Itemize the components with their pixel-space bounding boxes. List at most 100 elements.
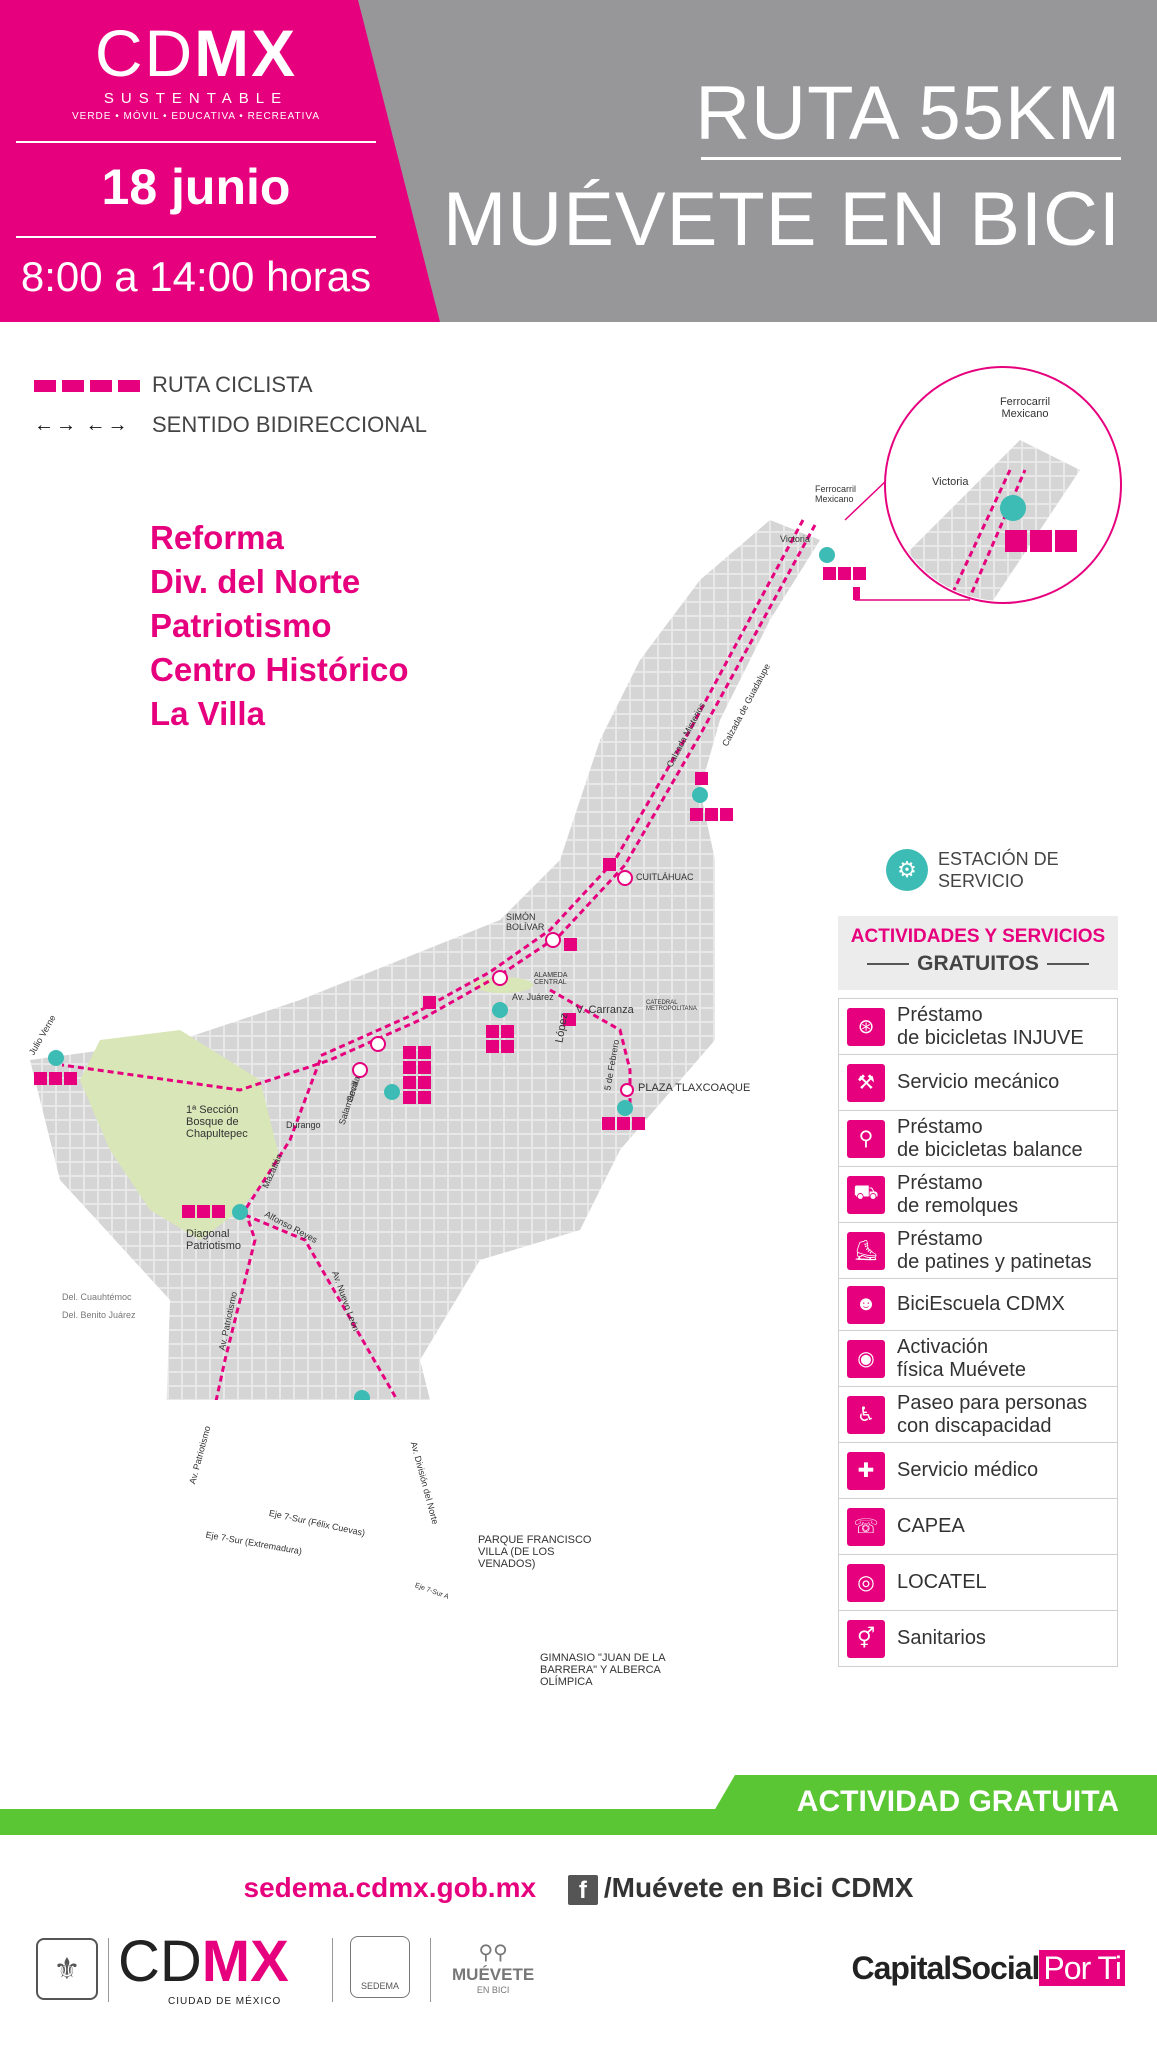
map-label-del-cuauhtemoc: Del. Cuauhtémoc — [62, 1292, 132, 1302]
cdmx-brand: CDMX SUSTENTABLE VERDE • MÓVIL • EDUCATI… — [0, 18, 392, 122]
map-label-catedral: CATEDRAL METROPOLITANA — [646, 1000, 697, 1012]
route-map — [30, 366, 1122, 1400]
facebook-label: /Muévete en Bici CDMX — [603, 1872, 914, 1903]
route-marker — [620, 1083, 634, 1097]
map-label-victoria: Victoria — [780, 534, 810, 544]
map-label-diagonal-patriotismo: Diagonal Patriotismo — [186, 1228, 242, 1252]
sedema-label: SEDEMA — [360, 1981, 399, 1991]
service-station-icon — [492, 1002, 508, 1018]
service-item: ◉ Activación física Muévete — [839, 1330, 1117, 1386]
free-activity-label: ACTIVIDAD GRATUITA — [796, 1785, 1119, 1818]
inset-map — [900, 440, 1080, 601]
service-icons-group — [602, 1117, 645, 1130]
street-name: Reforma — [150, 519, 284, 556]
logo-divider — [332, 1938, 333, 2002]
service-label: Préstamo de patines y patinetas — [897, 1227, 1092, 1273]
service-item: ✚Servicio médico — [839, 1442, 1117, 1498]
route-line — [61, 524, 817, 1092]
service-label: Servicio mecánico — [897, 1071, 1060, 1093]
free-activity-text-wrapper: ACTIVIDAD GRATUITA — [0, 1775, 1157, 1835]
muevete-label: MUÉVETE — [452, 1965, 535, 1984]
route-line — [214, 1059, 322, 1400]
map-label-victoria-inset: Victoria — [932, 476, 969, 488]
header-pink-panel — [0, 0, 440, 322]
service-label: Servicio médico — [897, 1459, 1039, 1481]
service-item: ☏CAPEA — [839, 1498, 1117, 1554]
restroom-icon: ⚥ — [847, 1619, 885, 1658]
map-label-eje7-felix: Eje 7-Sur (Félix Cuevas) — [268, 1507, 366, 1539]
footer-logos: ⚜ CDMX CIUDAD DE MÉXICO SEDEMA ⚲⚲ MUÉVET… — [0, 1932, 1157, 2012]
map-label-bosque-chapultepec: 1ª Sección Bosque de Chapultepec — [186, 1104, 248, 1140]
service-label: Activación física Muévete — [897, 1335, 1026, 1381]
map-label-plaza-tlaxcoaque: PLAZA TLAXCOAQUE — [638, 1082, 751, 1094]
service-icons-group — [34, 1072, 77, 1085]
pink-panel-shape — [0, 0, 440, 322]
street-name: Div. del Norte — [150, 563, 361, 600]
balance-bike-icon: ⚲ — [847, 1119, 885, 1158]
header-banner: CDMX SUSTENTABLE VERDE • MÓVIL • EDUCATI… — [0, 0, 1157, 322]
service-item: ⚲ Préstamo de bicicletas balance — [839, 1110, 1117, 1166]
footer-links: sedema.cdmx.gob.mx f/Muévete en Bici CDM… — [0, 1872, 1157, 1905]
facebook-icon: f — [567, 1874, 598, 1905]
service-station-icon — [354, 1390, 370, 1400]
activation-icon: ◉ — [847, 1339, 885, 1378]
map-label-v-carranza: V. Carranza — [576, 1004, 634, 1016]
bike-wheel-icon: ⊛ — [847, 1007, 885, 1046]
bicycle-icon: ⚲⚲ — [478, 1942, 508, 1964]
service-item: ⛸ Préstamo de patines y patinetas — [839, 1222, 1117, 1278]
sedema-logo: SEDEMA — [350, 1936, 410, 1998]
website-link[interactable]: sedema.cdmx.gob.mx — [243, 1872, 537, 1903]
government-shield-icon: ⚜ — [36, 1938, 98, 2000]
services-subheading: GRATUITOS — [838, 952, 1118, 976]
map-label-ferrocarril: Ferrocarril Mexicano — [815, 484, 857, 504]
route-marker — [352, 1062, 368, 1078]
service-label: Paseo para personas con discapacidad — [897, 1391, 1088, 1437]
map-label-del-benito-juarez: Del. Benito Juárez — [62, 1310, 136, 1320]
skates-icon: ⛸ — [847, 1231, 885, 1270]
service-item: ⚒Servicio mecánico — [839, 1054, 1117, 1110]
logo-divider — [108, 1938, 109, 2002]
service-item: ⊛ Préstamo de bicicletas INJUVE — [839, 998, 1117, 1054]
route-dash-symbol — [34, 372, 152, 398]
city-area — [30, 520, 820, 1400]
event-title: MUÉVETE EN BICI — [443, 177, 1121, 262]
service-label: BiciEscuela CDMX — [897, 1293, 1065, 1315]
bidirectional-arrow-icon: ←→ ←→ — [34, 413, 130, 436]
service-station-icon — [692, 787, 708, 803]
map-label-av-division-norte: Av. División del Norte — [408, 1440, 441, 1526]
service-item: ♿Paseo para personas con discapacidad — [839, 1386, 1117, 1442]
service-label: Sanitarios — [897, 1627, 986, 1649]
station-legend-label: ESTACIÓN DE SERVICIO — [938, 849, 1059, 891]
street-name: Patriotismo — [150, 607, 332, 644]
service-item: ⚥ Sanitarios — [839, 1610, 1117, 1666]
map-label-gimnasio: GIMNASIO "JUAN DE LA BARRERA" Y ALBERCA … — [540, 1652, 665, 1688]
service-item: ☻BiciEscuela CDMX — [839, 1278, 1117, 1330]
service-label: Préstamo de bicicletas INJUVE — [897, 1003, 1084, 1049]
header-divider — [16, 236, 376, 238]
event-hours: 8:00 a 14:00 horas — [20, 253, 372, 300]
service-station-icon — [617, 1100, 633, 1116]
brand-tagline: VERDE • MÓVIL • EDUCATIVA • RECREATIVA — [72, 111, 320, 122]
trailer-icon: ⛟ — [847, 1175, 885, 1214]
map-label-cuitlahuac: CUITLÁHUAC — [636, 872, 694, 882]
map-label-parque-francisco-villa: PARQUE FRANCISCO VILLA (DE LOS VENADOS) — [478, 1534, 592, 1570]
cdmx-footer-logo: CDMX — [118, 1929, 289, 1994]
map-label-av-patriotismo-2: Av. Patriotismo — [187, 1424, 213, 1486]
map-label-durango: Durango — [286, 1120, 321, 1130]
service-station-icon — [48, 1050, 64, 1066]
service-station-icon — [232, 1204, 248, 1220]
free-activity-bar — [0, 1775, 1157, 1835]
street-name: Centro Histórico — [150, 651, 409, 688]
services-heading: ACTIVIDADES Y SERVICIOS — [850, 926, 1106, 947]
title-underline — [701, 157, 1121, 160]
facebook-link[interactable]: f/Muévete en Bici CDMX — [567, 1872, 914, 1905]
legend-direction: ←→ ←→ SENTIDO BIDIRECCIONAL — [34, 412, 427, 438]
route-marker — [492, 970, 508, 986]
service-label: Préstamo de bicicletas balance — [897, 1115, 1083, 1161]
map-label-eje7-a: Eje 7-Sur A — [413, 1582, 450, 1601]
route-line — [319, 519, 805, 1058]
street-name: La Villa — [150, 695, 265, 732]
bicycle-station-icon: ⚙ — [886, 849, 928, 891]
muevete-logo: ⚲⚲ MUÉVETE EN BICI — [452, 1940, 534, 1995]
